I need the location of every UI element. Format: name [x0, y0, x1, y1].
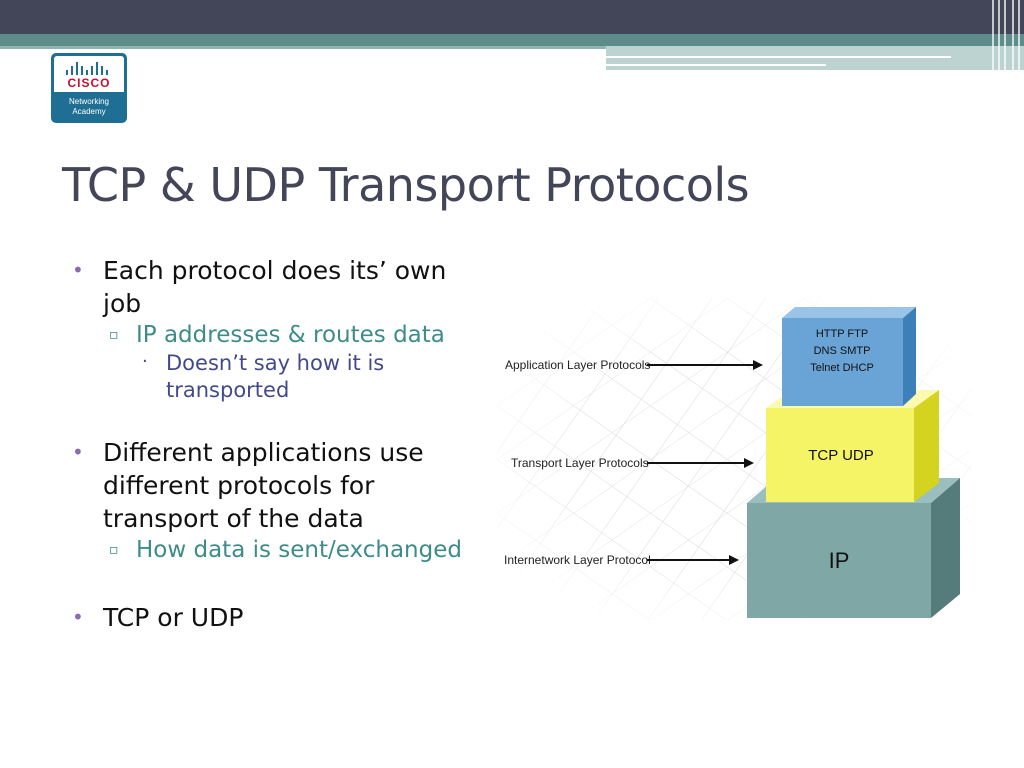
- bullet-item: • Different applications use different p…: [72, 436, 492, 535]
- protocol-layer-svg: HTTP FTP DNS SMTP Telnet DHCP TCP UDP IP…: [497, 298, 972, 620]
- bullet-item: • Each protocol does its’ own job: [72, 254, 492, 320]
- sub-sub-bullet-item: · Doesn’t say how it is transported: [136, 350, 492, 404]
- bullet-text: Each protocol does its’ own job: [103, 256, 447, 318]
- header-bar: [0, 0, 1024, 34]
- transport-box-label: TCP UDP: [808, 447, 874, 464]
- header-accent-bar: [0, 34, 1024, 46]
- bullet-dot-icon: •: [72, 605, 84, 629]
- bullet-dot-icon: ·: [142, 351, 148, 372]
- application-box-line: Telnet DHCP: [810, 362, 874, 374]
- ip-box-label: IP: [829, 548, 850, 573]
- layer-label-transport: Transport Layer Protocols: [511, 456, 649, 470]
- cisco-networking-academy-logo: CISCO Networking Academy: [51, 53, 127, 123]
- slide-title: TCP & UDP Transport Protocols: [62, 158, 750, 212]
- arrow-right-icon: [647, 555, 739, 565]
- header-accent-stripe: [606, 56, 951, 58]
- arrow-right-icon: [647, 458, 754, 468]
- bullet-dot-icon: •: [72, 258, 84, 282]
- bullet-dot-icon: •: [72, 440, 84, 464]
- bullet-square-icon: ▫: [109, 327, 119, 343]
- logo-subtitle: Networking Academy: [68, 97, 109, 116]
- arrow-right-icon: [647, 360, 763, 370]
- sub-sub-bullet-text: Doesn’t say how it is transported: [166, 351, 385, 402]
- header-vertical-stripes: [990, 0, 1024, 70]
- header-accent-stripe: [606, 64, 826, 66]
- sub-bullet-text: IP addresses & routes data: [136, 322, 445, 348]
- sub-bullet-item: ▫ How data is sent/exchanged: [103, 535, 492, 565]
- sub-bullet-text: How data is sent/exchanged: [136, 537, 462, 563]
- bullet-item: • TCP or UDP: [72, 601, 492, 634]
- protocol-layer-diagram: HTTP FTP DNS SMTP Telnet DHCP TCP UDP IP…: [497, 298, 972, 620]
- bullet-square-icon: ▫: [109, 542, 119, 558]
- bullet-text: TCP or UDP: [103, 603, 244, 632]
- bullet-text: Different applications use different pro…: [103, 438, 424, 533]
- header-accent-block: [606, 46, 1024, 70]
- application-box-line: DNS SMTP: [814, 345, 871, 357]
- layer-label-application: Application Layer Protocols: [505, 358, 650, 372]
- logo-brand: CISCO: [67, 76, 111, 90]
- bullet-list: • Each protocol does its’ own job ▫ IP a…: [72, 254, 492, 634]
- application-box-line: HTTP FTP: [816, 328, 868, 340]
- sub-bullet-item: ▫ IP addresses & routes data: [103, 320, 492, 350]
- header-accent-line: [0, 46, 606, 49]
- transport-layer-box: [766, 390, 939, 502]
- cisco-bars-icon: [64, 61, 120, 75]
- layer-label-internetwork: Internetwork Layer Protocol: [504, 553, 651, 567]
- application-layer-box: [782, 307, 916, 406]
- logo-badge: CISCO: [54, 56, 124, 92]
